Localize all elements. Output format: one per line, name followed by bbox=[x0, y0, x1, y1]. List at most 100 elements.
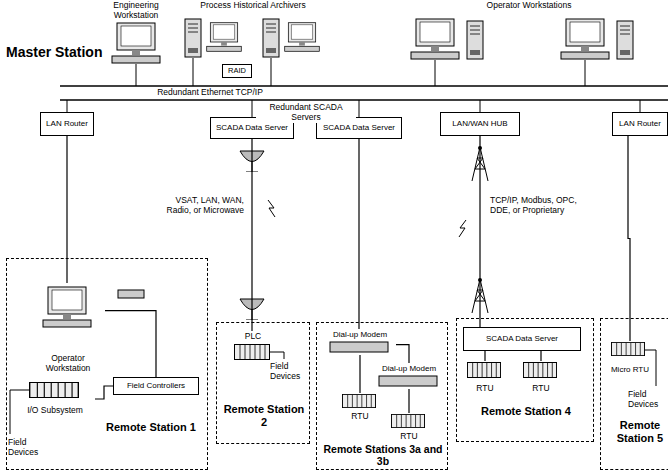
node-label: Field Controllers bbox=[127, 381, 185, 390]
rtu: RTU bbox=[521, 361, 561, 395]
station-heading: Master Station bbox=[6, 44, 118, 60]
workstation-icon bbox=[411, 19, 459, 59]
connector bbox=[484, 351, 485, 361]
field-label: Field Devices bbox=[270, 362, 308, 382]
modem: Dial-up Modem bbox=[373, 363, 445, 389]
node-label: LAN Router bbox=[46, 119, 88, 128]
server-box: SCADA Data Server bbox=[463, 327, 581, 351]
router-box: LAN Router bbox=[612, 112, 668, 136]
connector bbox=[396, 345, 409, 363]
station-region: Remote Station 2 PLC bbox=[216, 322, 310, 444]
ethernet-bus bbox=[60, 86, 668, 100]
router-box: LAN Router bbox=[40, 112, 94, 136]
station-region: Remote Station 5 Micro RTU bbox=[600, 318, 668, 470]
raid-box: RAID bbox=[222, 64, 252, 78]
connector bbox=[408, 389, 409, 413]
monitor-icon bbox=[285, 23, 320, 52]
node-label: LAN Router bbox=[619, 119, 661, 128]
node-label: I/O Subsystem bbox=[27, 406, 83, 416]
rtu-rack bbox=[611, 342, 644, 355]
station-region: Remote Station 1 Operator WorkstationFiel… bbox=[6, 258, 208, 470]
workstation-icon bbox=[43, 287, 91, 327]
workstation: Engineering Workstation bbox=[96, 0, 176, 66]
link-label: VSAT, LAN, WAN, Radio, or Microwave bbox=[150, 196, 244, 216]
workstation-group: Operator Workstations bbox=[390, 0, 668, 18]
bus-drops bbox=[67, 58, 640, 117]
node-label: RTU bbox=[532, 384, 549, 394]
node-label: Operator Workstation bbox=[33, 354, 103, 374]
archiver-group: Process Historical Archivers bbox=[178, 0, 328, 18]
plc: PLC bbox=[231, 331, 275, 365]
rtu-rack bbox=[342, 394, 375, 407]
connector bbox=[95, 386, 113, 399]
micro-rtu: Micro RTU bbox=[607, 341, 653, 375]
node-label: RTU bbox=[476, 384, 493, 394]
node-label: Dial-up Modem bbox=[382, 364, 436, 373]
bus-line bbox=[60, 99, 668, 100]
switch-icon bbox=[118, 290, 144, 298]
station-region: Remote Stations 3a and 3bDial-up ModemDi… bbox=[316, 322, 448, 470]
field-wire bbox=[270, 352, 284, 359]
rtu-rack bbox=[523, 363, 556, 378]
server-icon bbox=[467, 21, 483, 59]
connector bbox=[628, 136, 630, 341]
node-label: Process Historical Archivers bbox=[200, 1, 305, 11]
connector bbox=[479, 136, 480, 327]
drop-lines bbox=[67, 58, 640, 117]
station-title: Remote Stations 3a and 3b bbox=[319, 443, 447, 467]
rtu: RTU bbox=[465, 361, 505, 395]
rtu-rack bbox=[391, 414, 424, 427]
station-region: Remote Station 4 SCADA Data ServerRTU RTU bbox=[456, 318, 594, 442]
field-wire bbox=[10, 390, 29, 434]
station-title: Remote Station 5 bbox=[607, 419, 668, 444]
rtu-rack bbox=[467, 363, 500, 378]
station-title: Remote Station 4 bbox=[461, 405, 591, 418]
node-label: RTU bbox=[400, 432, 417, 442]
link-label: TCP/IP, Modbus, OPC, DDE, or Proprietary bbox=[490, 196, 592, 216]
server-icon bbox=[263, 19, 279, 57]
server-icon bbox=[185, 19, 201, 57]
io-rack bbox=[30, 383, 79, 398]
node-label: Dial-up Modem bbox=[333, 330, 387, 339]
connector bbox=[358, 139, 359, 329]
connector bbox=[359, 355, 360, 393]
plc-rack bbox=[235, 345, 270, 360]
io-subsystem: I/O Subsystem bbox=[15, 381, 95, 417]
hub-box: LAN/WAN HUB bbox=[440, 112, 520, 136]
node-label: RTU bbox=[351, 412, 368, 422]
node-label: LAN/WAN HUB bbox=[452, 119, 507, 128]
wireless-mark bbox=[268, 200, 275, 217]
node-label: PLC bbox=[245, 332, 262, 342]
workstation: Operator Workstation bbox=[31, 283, 105, 375]
connector bbox=[66, 136, 67, 283]
controller-box: Field Controllers bbox=[113, 377, 199, 395]
server-box: SCADA Data Server bbox=[210, 117, 294, 139]
node-label: SCADA Data Server bbox=[486, 334, 558, 343]
wireless-mark bbox=[459, 220, 466, 237]
workstation-icon bbox=[112, 23, 160, 63]
field-label: Field Devices bbox=[628, 390, 666, 410]
workstation-icon bbox=[561, 19, 609, 59]
connector bbox=[540, 351, 541, 361]
node-label: Micro RTU bbox=[611, 365, 649, 374]
connector bbox=[251, 139, 252, 331]
station-title: Remote Station 2 bbox=[221, 403, 307, 428]
station-title: Remote Station 1 bbox=[99, 421, 203, 434]
rtu: RTU bbox=[387, 413, 431, 443]
rtu: RTU bbox=[338, 393, 382, 423]
monitor-icon bbox=[207, 23, 242, 52]
modem-icon bbox=[330, 342, 388, 352]
field-label: Field Devices bbox=[8, 438, 58, 458]
connector bbox=[105, 311, 156, 377]
modem-icon bbox=[379, 376, 437, 386]
node-label: SCADA Data Server bbox=[216, 123, 288, 132]
node-label: Engineering Workstation bbox=[98, 1, 174, 21]
node-label: SCADA Data Server bbox=[323, 123, 395, 132]
server-icon bbox=[617, 21, 633, 59]
node-label: Operator Workstations bbox=[487, 1, 572, 11]
bus-line bbox=[60, 85, 668, 86]
